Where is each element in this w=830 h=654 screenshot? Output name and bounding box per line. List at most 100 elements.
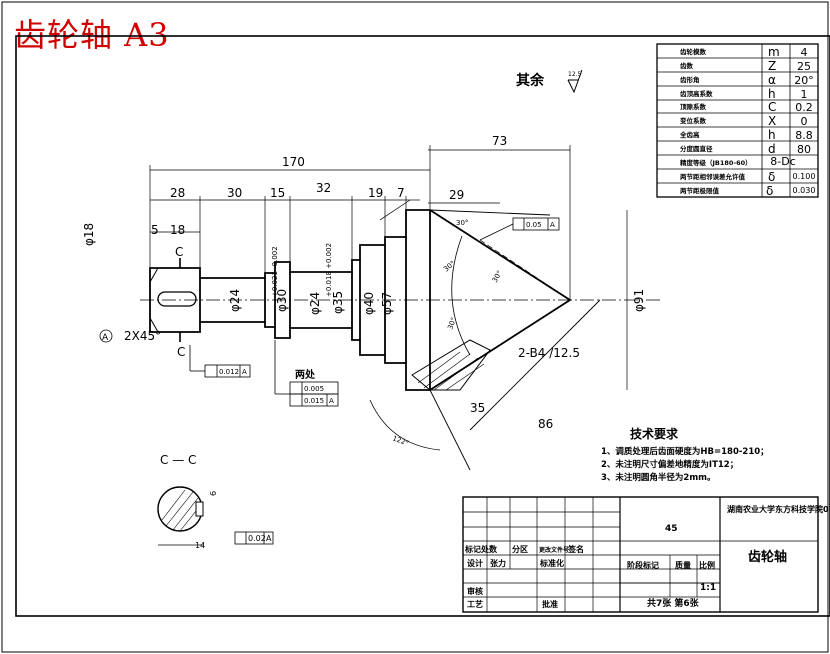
dim-28: 28	[170, 186, 185, 200]
tb-scale: 比例	[699, 560, 715, 570]
tb-zone: 分区	[512, 544, 528, 554]
param-label-0: 齿轮模数	[680, 47, 707, 56]
dim-30: 30	[227, 186, 242, 200]
tb-review: 审核	[467, 586, 483, 596]
dim-170: 170	[282, 155, 305, 169]
tb-doc: 更改文件号	[539, 546, 569, 554]
tol4-ref: A	[329, 397, 334, 405]
param-value-1: 25	[797, 60, 811, 73]
dim-86: 86	[538, 417, 553, 431]
dim-dia24a: φ24	[228, 289, 242, 312]
tol4-value: 0.015	[304, 397, 324, 405]
section-cc-label: C — C	[160, 453, 196, 467]
tech-item-2: 3、未注明圆角半径为2mm。	[601, 472, 716, 483]
param-value-0: 4	[801, 46, 808, 59]
param-label-5: 变位系数	[680, 116, 707, 125]
gear-hatch	[411, 339, 491, 391]
param-symbol-5: X	[768, 114, 776, 128]
param-label-10: 两节距极限值	[680, 186, 720, 195]
param-value-6: 8.8	[795, 129, 813, 142]
section-dim-6: 6	[209, 491, 218, 496]
sheet-title: 齿轮轴 A3	[14, 16, 170, 54]
dim-ang122: 122°	[391, 434, 410, 447]
param-value-5: 0	[801, 115, 808, 128]
param-symbol-10: δ	[766, 184, 773, 198]
roughness-symbol-icon	[567, 69, 583, 94]
chamfer-line	[149, 267, 159, 283]
keyway-notch	[195, 501, 204, 517]
tb-weight: 质量	[675, 560, 691, 570]
param-label-3: 齿顶高系数	[680, 89, 713, 98]
datum-a-circle	[99, 329, 113, 343]
two-places: 两处	[295, 368, 316, 381]
part-name: 齿轮轴	[748, 549, 787, 565]
param-symbol-6: h	[768, 128, 776, 142]
param-label-8: 精度等级（JB180-60）	[680, 158, 752, 167]
section-c-bottom: C	[177, 345, 185, 359]
param-label-2: 齿形角	[680, 75, 700, 84]
sheet-count: 共7张 第6张	[647, 597, 700, 609]
tb-stdz: 标准化	[539, 558, 564, 568]
school-line: 湖南农业大学东方科技学院07机制2班	[727, 504, 830, 514]
param-symbol-7: d	[768, 142, 776, 156]
shaft-outline	[149, 209, 572, 391]
dim-tol35: +0.018 +0.002	[325, 243, 333, 297]
material: 45	[665, 524, 678, 534]
dim-ang-d: 30°	[446, 316, 458, 330]
section-dim-14: 14	[195, 541, 205, 550]
dim-dia30: φ30	[275, 289, 289, 312]
note-other: 其余	[516, 72, 545, 89]
dim-dia35: φ35	[331, 291, 345, 314]
title-block	[462, 496, 819, 613]
note-other-rough: 12.5	[568, 71, 582, 78]
dim-29: 29	[449, 188, 464, 202]
section-tol-ref: A	[266, 534, 272, 543]
dim-73: 73	[492, 134, 507, 148]
section-tol-value: 0.02	[248, 534, 266, 543]
tol2-value: 0.05	[526, 221, 542, 229]
param-label-4: 顶隙系数	[680, 102, 707, 111]
dim-15: 15	[270, 186, 285, 200]
param-value-2: 20°	[794, 74, 814, 87]
dim-18: 18	[170, 223, 185, 237]
parameter-table: 齿轮模数 齿数 齿形角 齿顶高系数 顶隙系数 变位系数 全齿高 分度圆直径 精度…	[656, 43, 819, 198]
param-symbol-1: Z	[768, 59, 776, 73]
param-symbol-0: m	[768, 45, 780, 59]
dim-dia57: φ57	[380, 292, 394, 315]
param-label-7: 分度圆直径	[680, 144, 713, 153]
dim-chamfer: 2X45°	[124, 329, 161, 343]
param-symbol-2: α	[768, 73, 776, 87]
tb-mark: 标记处数	[464, 544, 498, 554]
tb-stage: 阶段标记	[627, 560, 659, 570]
section-c-top: C	[175, 245, 183, 259]
dim-dia91: φ91	[632, 289, 646, 312]
dim-5: 5	[151, 223, 159, 237]
param-symbol-3: h	[768, 87, 776, 101]
section-cc-hatch	[161, 489, 201, 532]
dimension-lines	[149, 145, 628, 390]
keyway-slot	[157, 291, 197, 307]
dim-19: 19	[368, 186, 383, 200]
param-value-7: 80	[797, 143, 811, 156]
param-symbol-4: C	[768, 100, 776, 114]
dim-tol30: +0.021 -0.002	[271, 246, 279, 297]
tb-sign: 签名	[567, 544, 584, 554]
tol2-ref: A	[550, 221, 555, 229]
dim-35: 35	[470, 401, 485, 415]
dim-dia40: φ40	[362, 292, 376, 315]
scale: 1:1	[700, 583, 716, 593]
section-cc-circle	[157, 486, 203, 532]
tb-approve: 批准	[542, 599, 558, 609]
param-label-9: 两节距相邻误差允许值	[680, 172, 746, 181]
tech-item-1: 2、未注明尺寸偏差地精度为IT12；	[601, 459, 738, 470]
dim-32: 32	[316, 181, 331, 195]
tb-process: 工艺	[467, 599, 483, 609]
dim-ang-c: 30°	[491, 269, 504, 284]
tol1-value: 0.012	[219, 368, 239, 376]
tol3-value: 0.005	[304, 385, 324, 393]
param-value-3: 1	[801, 88, 808, 101]
param-value-8: 8-Dc	[770, 155, 796, 168]
tech-heading: 技术要求	[630, 426, 679, 441]
tb-design: 设计	[467, 558, 483, 568]
